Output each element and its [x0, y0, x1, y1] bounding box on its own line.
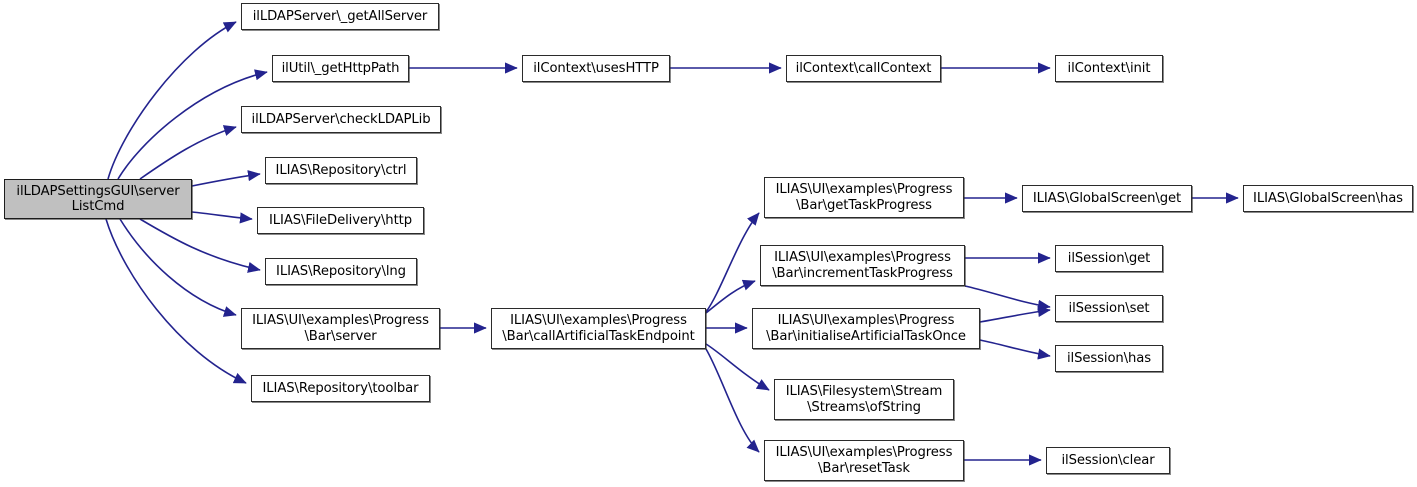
graph-node-label: ilContext\callContext	[795, 60, 932, 76]
graph-node-checkldaplib[interactable]: ilLDAPServer\checkLDAPLib	[241, 106, 441, 133]
graph-node-resettask[interactable]: ILIAS\UI\examples\Progress \Bar\resetTas…	[764, 440, 964, 481]
graph-node-initonce[interactable]: ILIAS\UI\examples\Progress \Bar\initiali…	[752, 308, 980, 349]
graph-node-label: ILIAS\Filesystem\Stream \Streams\ofStrin…	[785, 384, 943, 415]
graph-node-ilsset[interactable]: ilSession\set	[1055, 295, 1163, 322]
graph-node-http[interactable]: ILIAS\FileDelivery\http	[257, 207, 424, 234]
graph-edge-callendpoint-to-gettaskprog	[705, 212, 760, 313]
graph-node-label: ILIAS\GlobalScreen\has	[1253, 190, 1403, 206]
graph-node-label: ILIAS\UI\examples\Progress \Bar\resetTas…	[775, 445, 953, 476]
graph-node-label: ilContext\init	[1067, 60, 1151, 76]
graph-node-label: ILIAS\GlobalScreen\get	[1032, 190, 1182, 206]
graph-node-label: ilLDAPServer\_getAllServer	[252, 8, 428, 24]
graph-node-label: ilSession\has	[1066, 350, 1152, 366]
graph-edge-callendpoint-to-ofstring	[705, 343, 770, 391]
graph-edge-root-to-toolbar	[105, 218, 247, 384]
graph-edge-incrtaskprog-to-ilsset	[964, 285, 1051, 311]
graph-node-label: ILIAS\Repository\toolbar	[262, 380, 419, 396]
graph-node-ilsget[interactable]: ilSession\get	[1055, 245, 1163, 272]
graph-node-useshttp[interactable]: ilContext\usesHTTP	[522, 55, 670, 82]
graph-node-label: ilLDAPSettingsGUI\server ListCmd	[16, 183, 180, 215]
graph-edge-initonce-to-ilsset	[979, 305, 1051, 323]
graph-node-label: ILIAS\FileDelivery\http	[269, 212, 412, 228]
graph-node-root[interactable]: ilLDAPSettingsGUI\server ListCmd	[4, 179, 192, 219]
graph-node-incrtaskprog[interactable]: ILIAS\UI\examples\Progress \Bar\incremen…	[760, 245, 965, 286]
graph-node-label: ILIAS\UI\examples\Progress \Bar\server	[252, 313, 429, 344]
graph-node-label: ILIAS\UI\examples\Progress \Bar\getTaskP…	[775, 182, 953, 213]
graph-node-label: ILIAS\Repository\ctrl	[275, 162, 407, 178]
graph-node-ofstring[interactable]: ILIAS\Filesystem\Stream \Streams\ofStrin…	[774, 379, 954, 420]
graph-node-gsget[interactable]: ILIAS\GlobalScreen\get	[1022, 185, 1192, 212]
graph-edge-root-to-checkldaplib	[139, 125, 237, 180]
graph-node-label: ILIAS\Repository\lng	[276, 263, 406, 279]
graph-node-gshas[interactable]: ILIAS\GlobalScreen\has	[1243, 185, 1413, 212]
graph-node-label: ilSession\set	[1068, 300, 1150, 316]
graph-node-gethttppath[interactable]: ilUtil\_getHttpPath	[272, 55, 409, 82]
graph-edge-root-to-ctrl	[191, 170, 261, 187]
graph-node-initctx[interactable]: ilContext\init	[1055, 55, 1163, 82]
graph-node-label: ILIAS\UI\examples\Progress \Bar\initiali…	[766, 313, 966, 344]
graph-node-label: ilUtil\_getHttpPath	[281, 60, 400, 76]
graph-edge-root-to-getallserver	[107, 21, 237, 180]
graph-edge-root-to-http	[191, 211, 253, 224]
graph-edge-callendpoint-to-incrtaskprog	[705, 279, 756, 314]
graph-edge-initonce-to-ilshas	[979, 339, 1051, 360]
graph-edge-callendpoint-to-resettask	[705, 348, 760, 453]
graph-node-ilsclear[interactable]: ilSession\clear	[1046, 447, 1170, 474]
graph-node-pbserver[interactable]: ILIAS\UI\examples\Progress \Bar\server	[241, 308, 440, 349]
graph-node-label: ILIAS\UI\examples\Progress \Bar\callArti…	[502, 313, 695, 344]
graph-node-label: ilLDAPServer\checkLDAPLib	[251, 111, 431, 127]
graph-node-label: ilContext\usesHTTP	[533, 60, 659, 76]
graph-node-gettaskprog[interactable]: ILIAS\UI\examples\Progress \Bar\getTaskP…	[764, 177, 964, 218]
graph-node-ctrl[interactable]: ILIAS\Repository\ctrl	[265, 157, 417, 184]
graph-edge-root-to-lng	[139, 218, 261, 273]
graph-node-getallserver[interactable]: ilLDAPServer\_getAllServer	[241, 3, 439, 30]
graph-node-label: ILIAS\UI\examples\Progress \Bar\incremen…	[772, 250, 953, 281]
graph-node-lng[interactable]: ILIAS\Repository\lng	[265, 258, 417, 285]
graph-node-label: ilSession\clear	[1061, 452, 1155, 468]
graph-node-ilshas[interactable]: ilSession\has	[1055, 345, 1163, 372]
graph-node-callcontext[interactable]: ilContext\callContext	[786, 55, 941, 82]
graph-edge-root-to-pbserver	[119, 218, 237, 317]
graph-node-toolbar[interactable]: ILIAS\Repository\toolbar	[251, 375, 430, 402]
graph-node-label: ilSession\get	[1067, 250, 1151, 266]
graph-node-callendpoint[interactable]: ILIAS\UI\examples\Progress \Bar\callArti…	[491, 308, 706, 349]
